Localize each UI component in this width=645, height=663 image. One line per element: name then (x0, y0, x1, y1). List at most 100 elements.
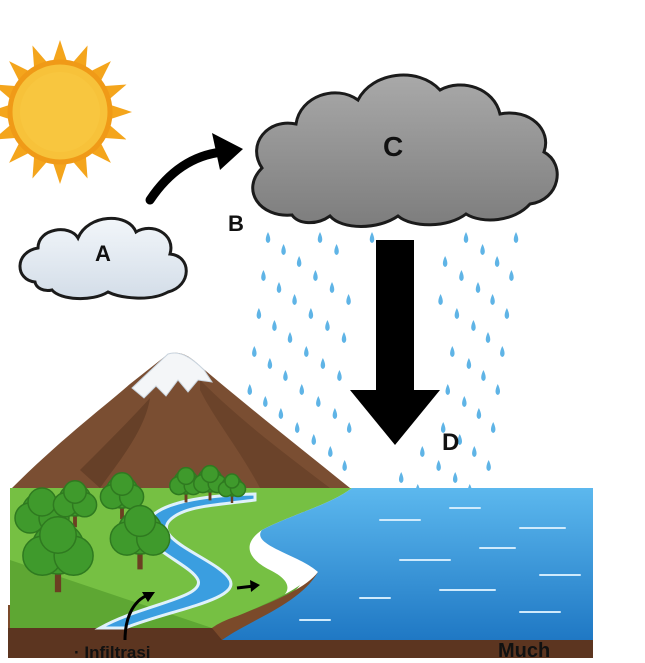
tree (22, 516, 94, 593)
label-a: A (95, 241, 111, 266)
rain-drop (337, 370, 342, 381)
rain-drop (486, 460, 491, 471)
rain-drop (342, 460, 347, 471)
rain-drop (267, 358, 273, 369)
rain-drop (332, 408, 338, 419)
sun-ray (0, 105, 9, 119)
tree (109, 504, 171, 570)
label-b: B (228, 211, 244, 236)
rain-drop (500, 346, 505, 357)
rain-drop (316, 396, 321, 407)
rain-drop (256, 308, 262, 319)
arrow-d (350, 240, 440, 445)
sun-ray (0, 84, 15, 99)
rain-drop (283, 370, 288, 381)
rain-drop (475, 282, 481, 293)
rain-drop (454, 308, 460, 319)
sun-ray (105, 125, 127, 140)
lake (222, 488, 593, 640)
rain-drop (252, 346, 257, 357)
rain-drop (509, 270, 514, 281)
rain-drop (442, 256, 448, 267)
rain-drop (308, 308, 314, 319)
rain-drop (369, 232, 375, 243)
rain-drop (476, 408, 482, 419)
rain-drop (420, 446, 425, 457)
trees (14, 464, 247, 593)
sun-ray (53, 40, 67, 61)
infiltrasi-text: Infiltrasi (84, 643, 151, 662)
label-c: C (383, 131, 404, 162)
rain-drop (452, 472, 458, 483)
rain-drop (462, 396, 467, 407)
label-d: D (442, 429, 460, 456)
rain-drop (346, 294, 351, 305)
rain-drop (459, 270, 464, 281)
rain-drop (263, 396, 268, 407)
rain-drop (495, 384, 501, 395)
rain-drop (341, 332, 347, 343)
sun-icon (0, 40, 132, 184)
rain-drop (480, 244, 485, 255)
tree (99, 472, 145, 520)
rain-drop (457, 434, 463, 445)
sun-ray (111, 105, 132, 119)
rain-drop (504, 308, 510, 319)
sun-ray (105, 84, 127, 99)
rain-drop (334, 244, 339, 255)
rain-drop (276, 282, 282, 293)
rain-drop (445, 384, 451, 395)
rain-drop (485, 332, 491, 343)
rain-drop (294, 422, 300, 433)
rain-drop (296, 256, 302, 267)
rain-drop (450, 346, 455, 357)
infiltration-arrow (123, 592, 155, 641)
rain-drop (299, 384, 305, 395)
rain-drop (398, 472, 404, 483)
rain-drop (304, 346, 309, 357)
rain-drop (292, 294, 297, 305)
sun-ray (32, 45, 47, 67)
rain-drop (438, 294, 443, 305)
rain-drop (490, 422, 496, 433)
sun-ray (73, 45, 88, 67)
tree (217, 473, 247, 503)
sun-ray (53, 163, 67, 184)
arrow-b (145, 133, 243, 205)
runoff-arrow (236, 580, 260, 592)
cloud-a (18, 217, 188, 300)
rain-drop (261, 270, 266, 281)
rain-drop (328, 446, 333, 457)
rain-drop (325, 320, 330, 331)
rain-drop (472, 446, 477, 457)
rain-drop (265, 232, 271, 243)
rain-drop (463, 232, 469, 243)
rain-drop (278, 408, 284, 419)
rain-drop (287, 332, 293, 343)
cloud-c (251, 73, 559, 228)
tree (193, 464, 227, 501)
rain-drop (346, 422, 352, 433)
rain-drop (466, 358, 472, 369)
rain-drop (320, 358, 326, 369)
tree (52, 480, 98, 528)
rain-drop (513, 232, 519, 243)
rain-drop (329, 282, 335, 293)
label-infiltrasi: · Infiltrasi (74, 643, 151, 662)
rain-drop (313, 270, 318, 281)
rain-drop (490, 294, 495, 305)
label-much: Much (498, 640, 551, 662)
rain-drop (317, 232, 323, 243)
rain-drop (481, 370, 486, 381)
rain-drop (440, 422, 446, 433)
sun-ray (0, 125, 15, 140)
rain-drop (272, 320, 277, 331)
rain-drop (281, 244, 286, 255)
rain-drop (494, 256, 500, 267)
rain-drop (436, 460, 441, 471)
sun-ray (32, 157, 47, 179)
rain-drop (471, 320, 476, 331)
rain-drop (247, 384, 253, 395)
